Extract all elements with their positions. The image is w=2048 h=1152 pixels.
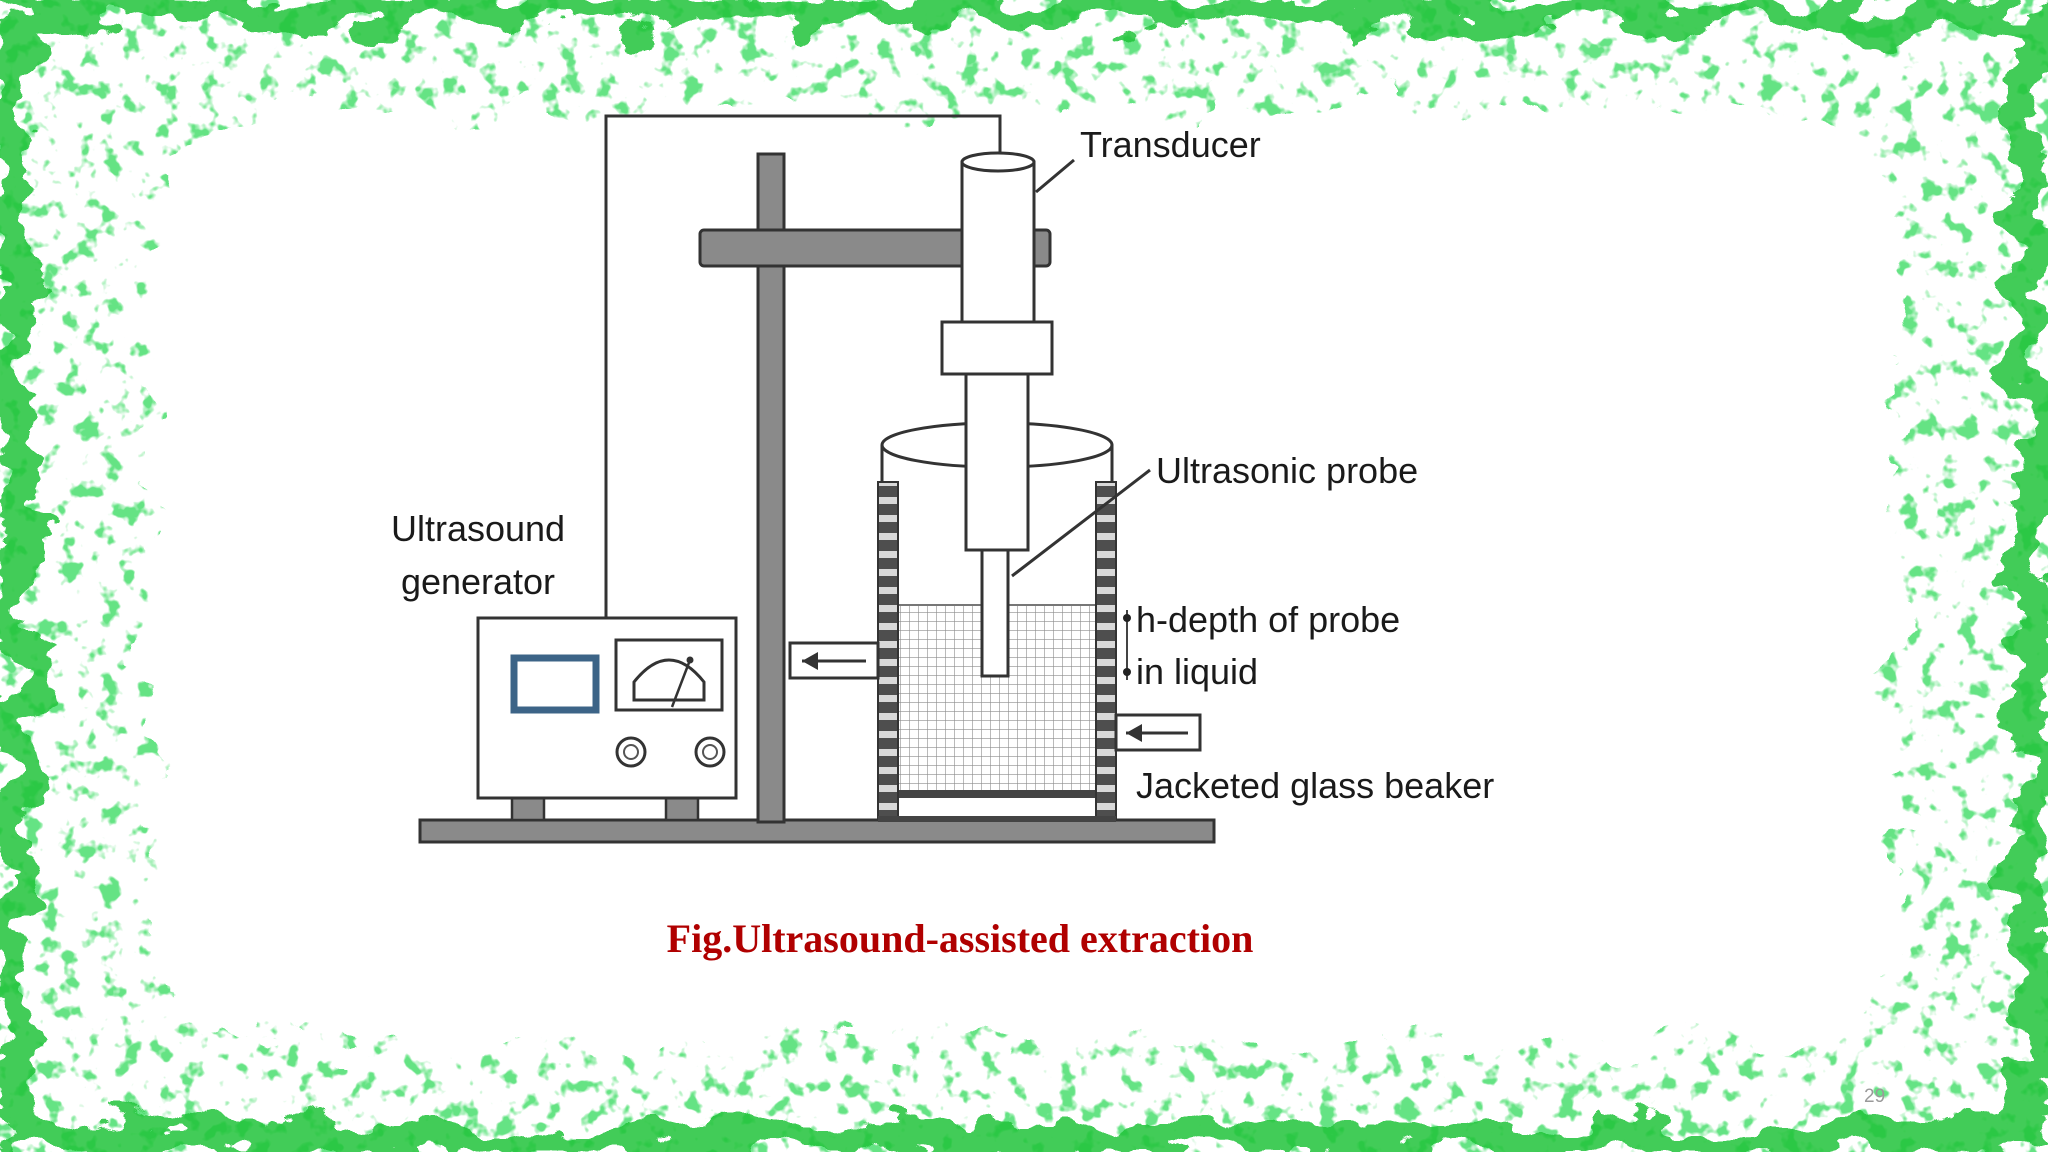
jacketed-glass-beaker (788, 421, 1202, 822)
generator-label-line2: generator (401, 561, 555, 602)
generator-knob-right (694, 736, 726, 768)
ultrasonic-probe-horn (964, 372, 1030, 552)
transducer (940, 151, 1054, 376)
base-plate (418, 818, 1216, 844)
meter-needle (670, 659, 692, 708)
generator-cable (604, 114, 1002, 618)
probe-clamp-collar (940, 320, 1054, 376)
transducer-label: Transducer (1080, 124, 1261, 165)
ultrasonic-probe-label: Ultrasonic probe (1156, 450, 1418, 491)
generator-knob-left (615, 736, 647, 768)
transducer-leader (1035, 158, 1075, 194)
beaker-label: Jacketed glass beaker (1136, 765, 1494, 806)
jacket-wall-right (1095, 481, 1117, 819)
jacket-wall-left (877, 481, 899, 819)
ultrasound-generator (476, 616, 738, 822)
jacket-outlet-port (1114, 713, 1202, 752)
slide-number: 29 (1864, 1086, 1886, 1107)
ultrasonic-probe-tip (980, 548, 1010, 678)
display-screen (510, 654, 600, 714)
generator-label-line1: Ultrasound (391, 508, 565, 549)
depth-label-line1: h-depth of probe (1136, 599, 1400, 640)
probe-leader (1011, 468, 1151, 578)
beaker-outer-floor (878, 816, 1116, 822)
jacket-inlet-port (788, 641, 880, 680)
figure-caption: Fig.Ultrasound-assisted extraction (666, 916, 1254, 961)
depth-label-line2: in liquid (1136, 651, 1258, 692)
depth-marker (1123, 610, 1131, 680)
